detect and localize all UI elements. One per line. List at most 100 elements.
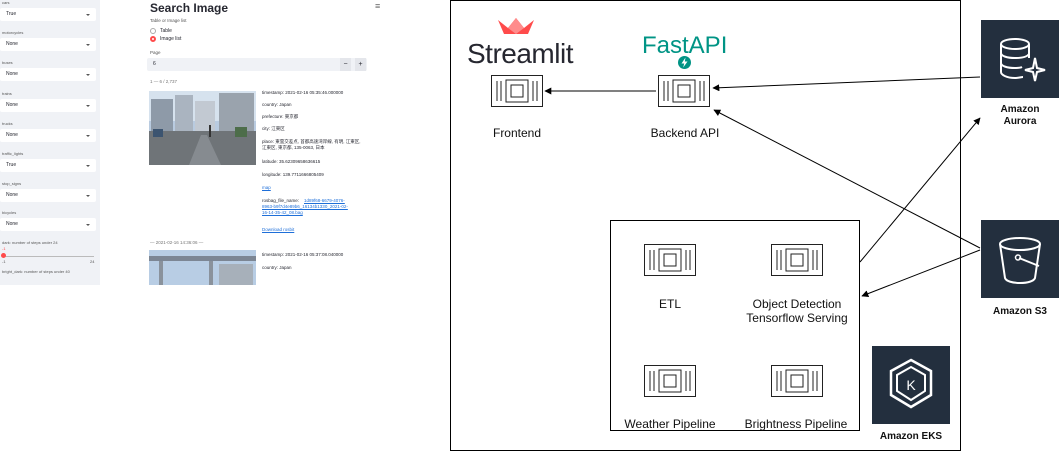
filter-select-bicycles[interactable]: None xyxy=(0,218,96,231)
page-label: Page xyxy=(150,50,161,55)
record-latitude: latitude: 35.62309658636615 xyxy=(262,159,321,164)
rosbag-link-end[interactable]: 16-14-35-42_08.bag xyxy=(262,210,303,215)
slider-label: dark: number of steps under 24 xyxy=(2,240,58,245)
amazon-aurora-label-1: Amazon xyxy=(1000,104,1040,115)
filter-select-stop-signs[interactable]: None xyxy=(0,189,96,202)
record-longitude: longitude: 139.7711666805409 xyxy=(262,172,324,177)
record-country: country: Japan xyxy=(262,265,292,270)
chip-icon xyxy=(644,365,696,397)
chevron-down-icon xyxy=(86,74,90,76)
chevron-down-icon xyxy=(86,44,90,46)
filter-label: traffic_lights xyxy=(2,151,24,156)
object-detection-node xyxy=(771,244,823,281)
filter-select-traffic-lights[interactable]: True xyxy=(0,159,96,172)
fastapi-bolt-icon xyxy=(678,56,691,74)
hamburger-menu-icon[interactable]: ≡ xyxy=(375,1,381,11)
brightness-pipeline-node xyxy=(771,365,823,402)
chip-icon xyxy=(771,365,823,397)
filter-label: stop_signs xyxy=(2,181,22,186)
frontend-node xyxy=(491,75,543,112)
filter-value: None xyxy=(6,192,18,198)
record-country: country: Japan xyxy=(262,102,292,107)
amazon-aurora-icon xyxy=(981,20,1059,98)
radio-image-list[interactable] xyxy=(150,36,156,42)
chevron-down-icon xyxy=(86,105,90,107)
arrow-s3-to-backend xyxy=(713,109,981,249)
pipeline-group-boundary xyxy=(610,220,860,431)
chip-icon xyxy=(771,244,823,276)
filter-label: trains xyxy=(2,91,12,96)
page-value: 6 xyxy=(153,61,156,67)
chip-icon xyxy=(658,75,710,107)
filter-select-trains[interactable]: None xyxy=(0,99,96,112)
filter-value: None xyxy=(6,71,18,77)
second-slider-label: bright_dark: number of steps under 40 xyxy=(2,269,70,274)
filter-label: cars xyxy=(2,0,10,5)
record-place-cont: 江東区, 東京都, 135-0063, 日本 xyxy=(262,145,325,150)
filter-value: None xyxy=(6,41,18,47)
amazon-s3-icon xyxy=(981,220,1059,298)
filter-label: motorcycles xyxy=(2,30,24,35)
map-link[interactable]: map xyxy=(262,185,271,190)
record-timestamp: timestamp: 2021-02-16 05:37:08.040000 xyxy=(262,252,344,257)
radio-table[interactable] xyxy=(150,28,156,34)
filter-label: bicycles xyxy=(2,210,17,215)
frontend-label: Frontend xyxy=(492,126,542,140)
record-prefecture: prefecture: 東京都 xyxy=(262,114,299,119)
street-photo xyxy=(149,250,256,285)
filter-select-buses[interactable]: None xyxy=(0,68,96,81)
backend-api-label: Backend API xyxy=(650,126,720,140)
slider-max: 24 xyxy=(90,259,95,264)
slider-min: -1 xyxy=(2,259,6,264)
rosbag-link-cont[interactable]: 8963-b9f7d4e89b6_16134b1330_2021-02- xyxy=(262,204,348,209)
chip-icon xyxy=(491,75,543,107)
page-increment-button[interactable]: + xyxy=(355,58,366,71)
amazon-eks-icon: K xyxy=(872,346,950,424)
street-photo xyxy=(149,91,256,165)
page-decrement-button[interactable]: − xyxy=(340,58,351,71)
chevron-down-icon xyxy=(86,14,90,16)
rosbag-link[interactable]: 1d89f68-6679-4076- xyxy=(304,198,345,203)
streamlit-sidebar: cars True motorcycles None buses None tr… xyxy=(0,0,100,285)
page-number-input[interactable]: 6 xyxy=(147,58,367,71)
filter-value: True xyxy=(6,11,17,17)
result-range: 1 — 6 / 2,737 xyxy=(150,79,178,84)
radio-table-label: Table xyxy=(160,28,172,34)
streamlit-main: Search Image ≡ Table or Image list Table… xyxy=(100,0,400,285)
chip-icon xyxy=(644,244,696,276)
record-timestamp: timestamp: 2021-02-16 05:35:46.000000 xyxy=(262,90,344,95)
amazon-eks-label: Amazon EKS xyxy=(879,431,943,442)
filter-select-cars[interactable]: True xyxy=(0,8,96,21)
streamlit-logo: Streamlit xyxy=(467,38,573,69)
filter-value: None xyxy=(6,102,18,108)
filter-value: True xyxy=(6,162,17,168)
backend-api-node xyxy=(658,75,710,112)
record-separator: — 2021-02-16 14:36:06 — xyxy=(150,240,204,245)
fastapi-logo: FastAPI xyxy=(642,32,728,59)
slider-thumb[interactable] xyxy=(1,253,6,258)
slider-value: -1 xyxy=(2,246,6,251)
chevron-down-icon xyxy=(86,224,90,226)
arrow-aurora-to-backend xyxy=(712,76,981,92)
filter-select-motorcycles[interactable]: None xyxy=(0,38,96,51)
etl-label: ETL xyxy=(658,297,681,311)
chevron-down-icon xyxy=(86,135,90,137)
weather-pipeline-node xyxy=(644,365,696,402)
svg-text:K: K xyxy=(906,377,916,393)
chevron-down-icon xyxy=(86,195,90,197)
brightness-pipeline-label: Brightness Pipeline xyxy=(744,417,848,431)
filter-label: buses xyxy=(2,60,13,65)
filter-select-trucks[interactable]: None xyxy=(0,129,96,142)
radio-image-list-label: Image list xyxy=(160,36,182,42)
street-photo-image xyxy=(149,91,256,165)
object-detection-label: Object Detection xyxy=(752,297,842,311)
weather-pipeline-label: Weather Pipeline xyxy=(624,417,716,431)
slider-track[interactable] xyxy=(2,256,94,257)
record-city: city: 江東区 xyxy=(262,126,285,131)
filter-value: None xyxy=(6,221,18,227)
record-place: place: 東雲交差点, 首都高速湾岸線, 有明, 江東区, xyxy=(262,139,361,144)
chevron-down-icon xyxy=(86,165,90,167)
download-link[interactable]: Download rosbit xyxy=(262,227,295,232)
page-title: Search Image xyxy=(150,1,229,15)
tensorflow-serving-label: Tensorflow Serving xyxy=(746,311,848,325)
